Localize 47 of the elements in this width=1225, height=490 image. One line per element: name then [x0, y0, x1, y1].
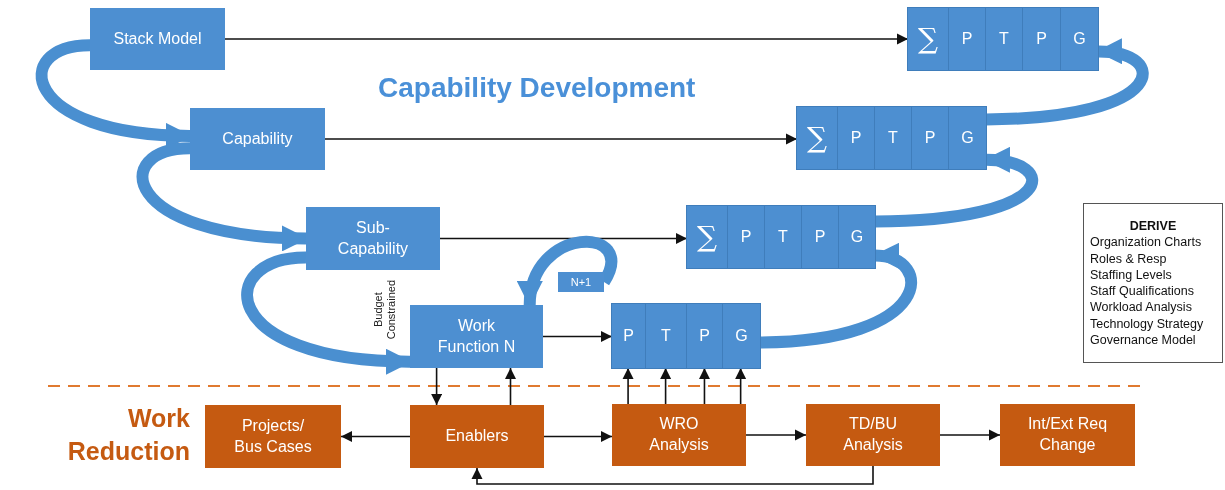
curved-block-arrow — [874, 148, 1038, 228]
arrow — [340, 430, 411, 443]
curved-block-arrow — [36, 39, 192, 148]
info-box — [1083, 203, 1223, 363]
arrow — [543, 430, 613, 443]
list-item: Workload Analysis — [1090, 299, 1192, 316]
list-item: Governance Model — [1090, 331, 1196, 348]
curved-block-arrow — [519, 236, 617, 307]
matrix-bar — [687, 206, 875, 268]
section-title: Work Reduction — [66, 403, 190, 467]
process-box: Stack Model — [90, 8, 225, 70]
arrow — [939, 429, 1001, 441]
matrix-bar — [908, 8, 1098, 70]
arrow — [324, 133, 798, 145]
arrow — [735, 367, 747, 405]
matrix-bar — [797, 107, 986, 169]
arrow — [698, 367, 711, 405]
list-item: Staffing Levels — [1090, 266, 1172, 283]
process-box: Projects/ Bus Cases — [205, 405, 341, 468]
arrow — [224, 33, 909, 45]
arrow — [471, 465, 874, 485]
list-item: Staff Qualifications — [1090, 283, 1194, 300]
curved-block-arrow — [759, 245, 917, 349]
arrow — [622, 367, 634, 405]
process-box: Capability — [190, 108, 325, 170]
list-item: Organization Charts — [1090, 234, 1202, 251]
process-box: WRO Analysis — [612, 404, 746, 466]
arrow — [745, 429, 807, 441]
process-box: Int/Ext Req Change — [1000, 404, 1135, 466]
list-item: Roles & Resp — [1090, 250, 1167, 267]
section-title: Capability Development — [378, 72, 697, 104]
box-heading: DERIVE — [1129, 218, 1177, 235]
curved-block-arrow — [985, 40, 1149, 126]
matrix-bar — [612, 304, 760, 368]
curved-block-arrow — [137, 142, 308, 251]
process-box: TD/BU Analysis — [806, 404, 940, 466]
curved-block-arrow — [241, 251, 412, 374]
process-box: Sub-Capability — [306, 207, 440, 270]
iteration-tag: N+1 — [558, 272, 604, 292]
arrow — [504, 367, 517, 406]
arrow — [431, 367, 443, 406]
process-box: Enablers — [410, 405, 544, 468]
arrow — [542, 330, 613, 343]
arrow — [660, 367, 672, 405]
rotated-note: Budget Constrained — [372, 279, 398, 342]
process-box: Work Function N — [410, 305, 543, 368]
list-item: Technology Strategy — [1090, 315, 1204, 332]
